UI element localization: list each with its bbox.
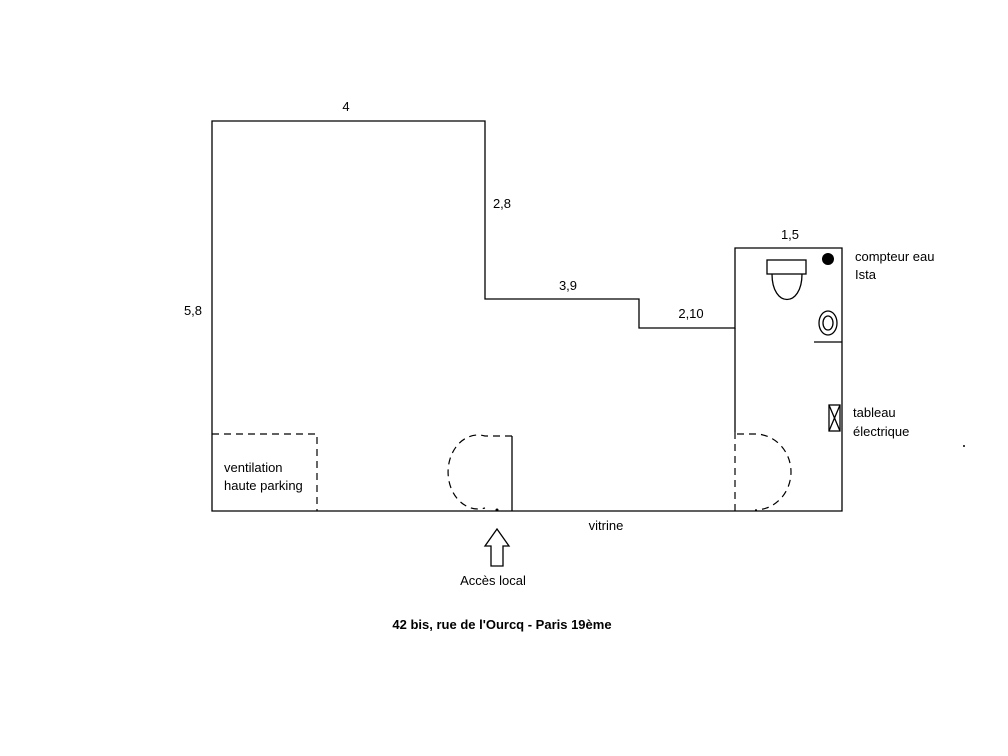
- ventilation-box: [212, 433, 318, 511]
- water-meter-label-1: compteur eau: [855, 249, 935, 264]
- toilet-icon: [766, 259, 807, 301]
- entrance-label: Accès local: [460, 573, 526, 588]
- panel-label-1: tableau: [853, 405, 896, 420]
- small-dot: [495, 508, 499, 512]
- dim-left-height: 5,8: [184, 303, 202, 318]
- dim-top-width: 4: [342, 99, 349, 114]
- dim-step-height: 2,8: [493, 196, 511, 211]
- shop-window-label: vitrine: [589, 518, 624, 533]
- water-meter-icon: [822, 253, 834, 265]
- sink-icon: [814, 310, 842, 343]
- entrance-door-swing: [447, 434, 512, 510]
- electrical-panel-icon: [828, 404, 841, 432]
- address-title: 42 bis, rue de l'Ourcq - Paris 19ème: [392, 617, 611, 632]
- stray-dot: [963, 445, 965, 447]
- dim-step-width: 3,9: [559, 278, 577, 293]
- water-meter-label-2: Ista: [855, 267, 877, 282]
- entrance-arrow-icon: [483, 527, 511, 567]
- wc-door-swing: [737, 433, 792, 511]
- dim-wc-width: 1,5: [781, 227, 799, 242]
- dim-small-step: 2,10: [678, 306, 703, 321]
- outer-wall: [211, 120, 843, 512]
- ventilation-label-1: ventilation: [224, 460, 283, 475]
- ventilation-label-2: haute parking: [224, 478, 303, 493]
- panel-label-2: électrique: [853, 424, 909, 439]
